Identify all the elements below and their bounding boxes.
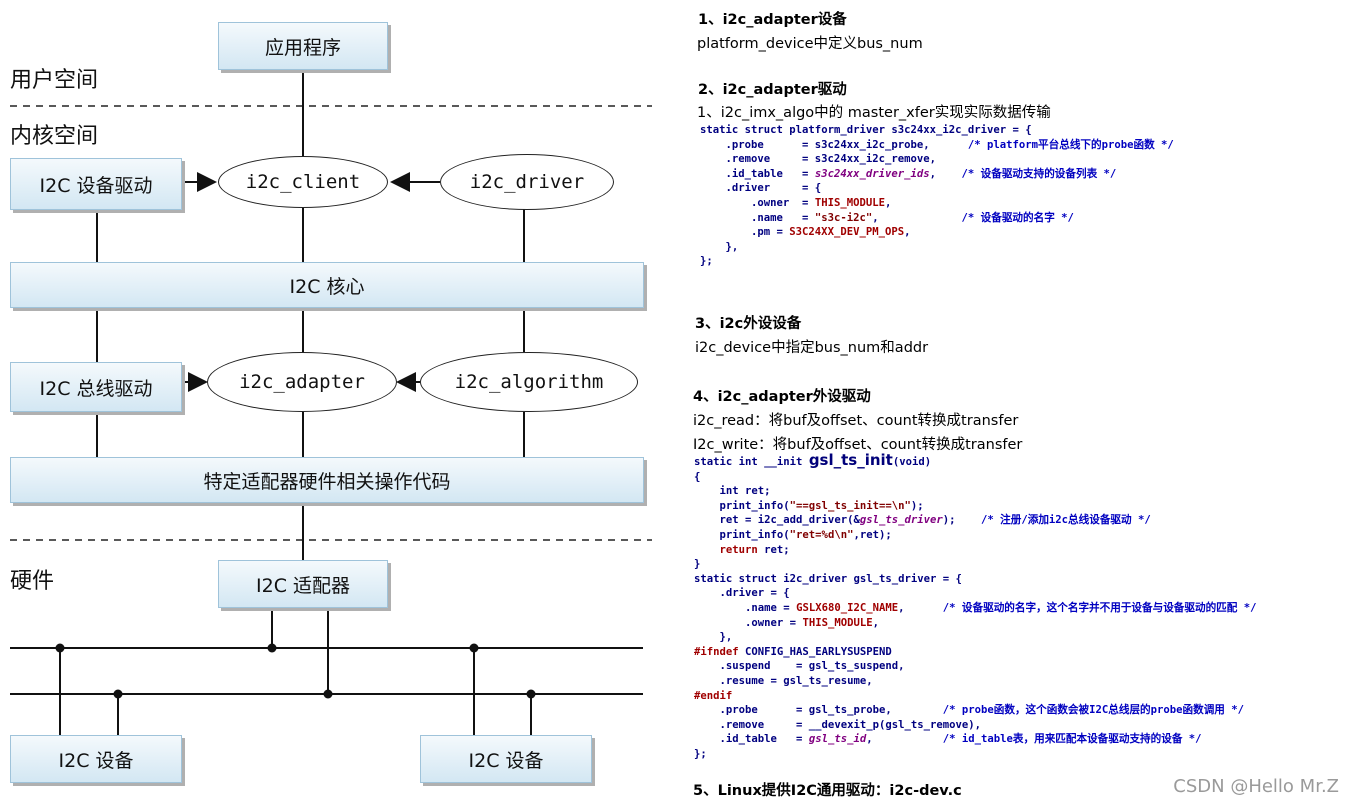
box-i2c-core: I2C 核心 bbox=[10, 262, 644, 308]
section-4-text-write: I2c_write：将buf及offset、count转换成transfer bbox=[693, 437, 1023, 453]
section-2-title: 2、i2c_adapter驱动 bbox=[698, 82, 847, 98]
section-1-title: 1、i2c_adapter设备 bbox=[698, 12, 847, 28]
section-3-title: 3、i2c外设设备 bbox=[695, 316, 802, 332]
notes-panel: 1、i2c_adapter设备 platform_device中定义bus_nu… bbox=[690, 0, 1340, 807]
zone-user-space: 用户空间 bbox=[10, 68, 99, 93]
code-s3c24xx-platform-driver: static struct platform_driver s3c24xx_i2… bbox=[700, 124, 1174, 268]
box-adapter-hw-code: 特定适配器硬件相关操作代码 bbox=[10, 457, 644, 503]
box-i2c-device-1: I2C 设备 bbox=[10, 735, 182, 783]
ellipse-i2c-driver: i2c_driver bbox=[440, 154, 614, 210]
code-gsl-ts-init: static int __init gsl_ts_init(void) { in… bbox=[694, 451, 1257, 760]
connector-lines bbox=[10, 70, 652, 735]
section-2-text: 1、i2c_imx_algo中的 master_xfer实现实际数据传输 bbox=[697, 105, 1051, 121]
box-i2c-device-2: I2C 设备 bbox=[420, 735, 592, 783]
i2c-architecture-diagram: 用户空间 内核空间 硬件 应用程序 I2C 设备驱动 I2C 核心 I2C 总线… bbox=[0, 0, 660, 807]
box-i2c-adapter-hw: I2C 适配器 bbox=[218, 560, 388, 608]
section-4-title: 4、i2c_adapter外设驱动 bbox=[693, 389, 871, 405]
section-4-text-read: i2c_read：将buf及offset、count转换成transfer bbox=[693, 413, 1019, 429]
section-1-text: platform_device中定义bus_num bbox=[697, 36, 923, 52]
ellipse-i2c-algorithm: i2c_algorithm bbox=[420, 352, 638, 412]
box-application: 应用程序 bbox=[218, 22, 388, 70]
zone-kernel-space: 内核空间 bbox=[10, 124, 99, 149]
section-5-title: 5、Linux提供I2C通用驱动：i2c-dev.c bbox=[693, 783, 962, 799]
zone-hardware: 硬件 bbox=[10, 569, 55, 594]
ellipse-i2c-adapter: i2c_adapter bbox=[207, 352, 397, 412]
csdn-watermark: CSDN @Hello Mr.Z bbox=[1173, 776, 1339, 797]
box-i2c-device-driver: I2C 设备驱动 bbox=[10, 158, 182, 210]
section-3-text: i2c_device中指定bus_num和addr bbox=[695, 340, 929, 356]
box-i2c-bus-driver: I2C 总线驱动 bbox=[10, 362, 182, 412]
ellipse-i2c-client: i2c_client bbox=[218, 156, 388, 208]
